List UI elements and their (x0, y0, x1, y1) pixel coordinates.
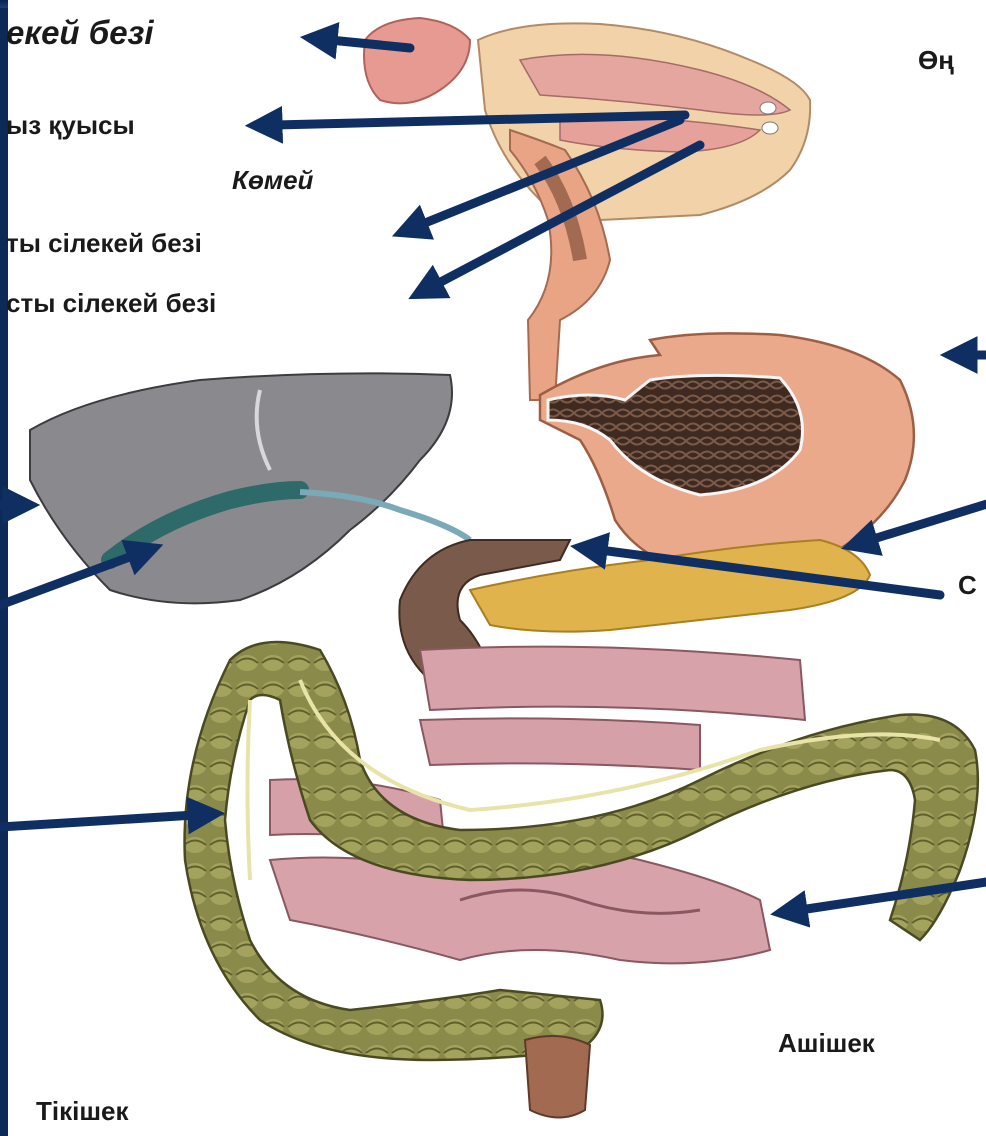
rectum (525, 1036, 590, 1118)
label-oral-cavity: ыз қуысы (6, 110, 135, 140)
label-duodenum: С (958, 570, 977, 600)
parotid-gland (364, 18, 470, 103)
label-salivary-gland-top: екей безі (6, 14, 154, 52)
label-small-intestine: Ашішек (778, 1028, 875, 1058)
label-salivary-gland-low: сты сілекей безі (6, 288, 216, 318)
stomach (540, 333, 914, 576)
label-salivary-gland-mid: ты сілекей безі (6, 228, 202, 258)
label-esophagus: Өң (918, 45, 954, 75)
label-rectum: Тікішек (36, 1096, 129, 1126)
label-pharynx: Көмей (232, 165, 313, 195)
